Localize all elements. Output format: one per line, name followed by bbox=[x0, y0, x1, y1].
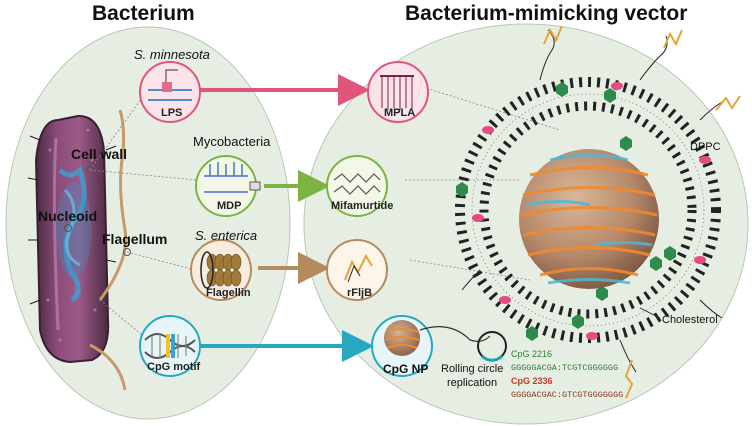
source-mycobacteria: Mycobacteria bbox=[193, 134, 271, 149]
right-title: Bacterium-mimicking vector bbox=[405, 2, 688, 25]
label-rfljb: rFljB bbox=[347, 287, 373, 299]
label-cpg-np: CpG NP bbox=[383, 362, 429, 376]
label-nucleoid: Nucleoid bbox=[38, 208, 98, 224]
rfljb-figure bbox=[326, 239, 388, 301]
cpg2216-sequence: GGGGGACGA:TCGTCGGGGGG bbox=[511, 363, 619, 373]
source-s-enterica: S. enterica bbox=[195, 228, 258, 243]
mifamurtide-figure bbox=[326, 155, 388, 217]
flagellum-tail bbox=[98, 109, 128, 301]
lps-figure bbox=[139, 61, 201, 123]
cpg-motif-figure bbox=[139, 315, 201, 377]
label-mpla: MPLA bbox=[384, 107, 416, 119]
left-title: Bacterium bbox=[92, 2, 195, 25]
cpg2216-name: CpG 2216 bbox=[511, 349, 553, 359]
cpg2336-sequence: GGGGACGAC:GTCGTGGGGGGG bbox=[511, 390, 624, 400]
cpg2336-name: CpG 2336 bbox=[511, 376, 553, 386]
label-replication: replication bbox=[447, 377, 498, 389]
label-cpg-motif: CpG motif bbox=[147, 361, 201, 373]
label-lps: LPS bbox=[161, 107, 183, 119]
bacterium-cell bbox=[27, 114, 117, 364]
label-flagellin: Flagellin bbox=[206, 287, 251, 299]
flagellin-figure bbox=[190, 239, 252, 301]
liposome bbox=[455, 77, 721, 343]
label-dppc: DPPC bbox=[690, 141, 721, 153]
mpla-figure bbox=[367, 61, 429, 123]
label-mdp: MDP bbox=[217, 200, 242, 212]
mdp-figure bbox=[195, 155, 261, 217]
label-rolling-circle: Rolling circle bbox=[441, 363, 504, 375]
label-cell-wall: Cell wall bbox=[71, 146, 128, 162]
cpg-np-figure bbox=[371, 315, 491, 377]
source-s-minnesota: S. minnesota bbox=[134, 47, 210, 62]
label-cholesterol: Cholesterol bbox=[662, 314, 718, 326]
label-flagellum: Flagellum bbox=[102, 231, 168, 247]
label-mifamurtide: Mifamurtide bbox=[331, 200, 394, 212]
